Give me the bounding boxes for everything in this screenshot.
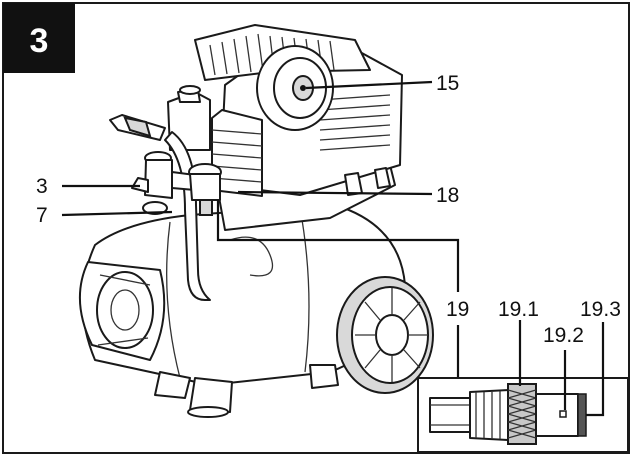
callout-19-3: 19.3 (580, 298, 621, 321)
callout-19-1: 19.1 (498, 298, 539, 321)
leader-19 (216, 200, 460, 292)
callout-18: 18 (436, 184, 459, 207)
air-tank (79, 204, 406, 418)
callout-15: 15 (436, 72, 459, 95)
quick-coupling-top (109, 114, 166, 141)
leader-19-3 (586, 322, 605, 417)
wheel (336, 276, 434, 394)
callout-7: 7 (36, 204, 48, 227)
motor-pump (194, 24, 403, 231)
figure-number-badge: 3 (3, 3, 75, 73)
figure-number: 3 (30, 22, 49, 60)
leader-18 (237, 190, 433, 196)
coupling-detail-inset (417, 377, 629, 453)
leader-7 (61, 210, 173, 217)
pressure-gauge (188, 163, 222, 216)
callout-19: 19 (446, 298, 469, 321)
callout-19-2: 19.2 (543, 324, 584, 347)
callout-3: 3 (36, 175, 48, 198)
leader-15 (305, 80, 433, 90)
pressure-regulator (131, 151, 196, 215)
figure-frame (2, 2, 630, 454)
